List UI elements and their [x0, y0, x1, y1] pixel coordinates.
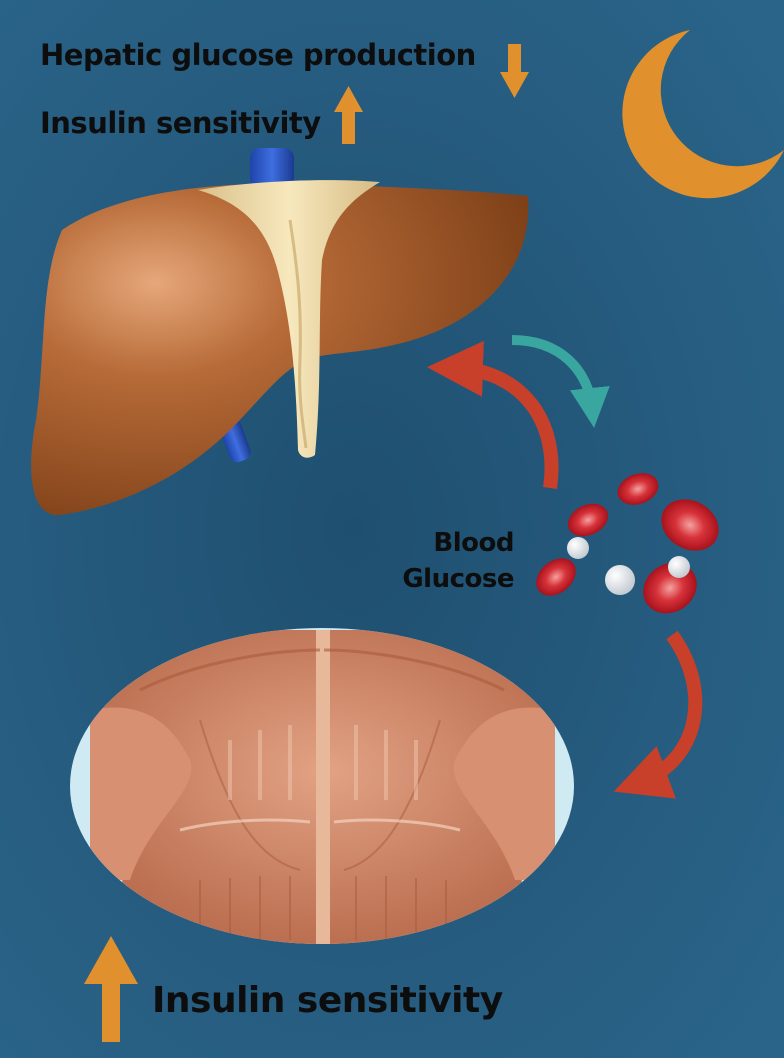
- liver-illustration: [31, 148, 529, 516]
- arrow-blood-to-liver: [511, 335, 610, 428]
- muscle-insulin-sensitivity-label: Insulin sensitivity: [152, 980, 503, 1021]
- blood-glucose-line1: Blood: [433, 528, 514, 558]
- arrow-liver-from-blood: [427, 340, 559, 490]
- blood-cells-illustration: [536, 473, 719, 614]
- blood-glucose-line2: Glucose: [402, 564, 514, 594]
- moon-icon: [622, 30, 784, 199]
- arrow-blood-to-muscle: [613, 630, 703, 799]
- hepatic-glucose-production-label: Hepatic glucose production: [40, 38, 476, 72]
- liver-insulin-sensitivity-label: Insulin sensitivity: [40, 106, 321, 140]
- up-arrow-icon: [334, 86, 363, 144]
- blood-glucose-label: Blood Glucose: [402, 525, 514, 597]
- muscle-illustration: [70, 628, 574, 944]
- down-arrow-icon: [500, 44, 529, 98]
- up-arrow-icon: [84, 936, 138, 1042]
